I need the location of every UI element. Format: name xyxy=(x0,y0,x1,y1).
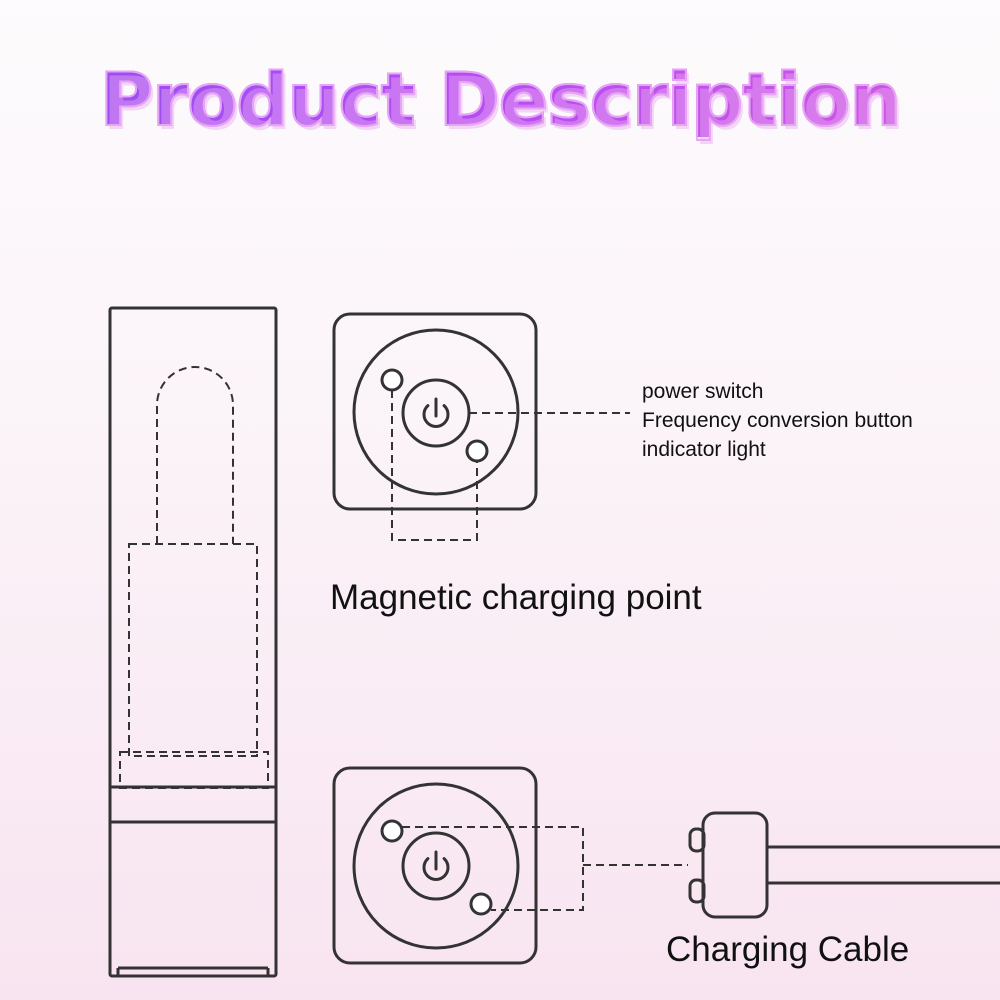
control-panel-ring xyxy=(352,328,520,496)
charging-cable xyxy=(688,811,1000,919)
charging-panel-ring xyxy=(352,782,520,950)
magnetic-contact-dot xyxy=(380,819,404,843)
caption-magnetic-charging-point: Magnetic charging point xyxy=(330,578,702,617)
control-leader-lines xyxy=(391,390,630,541)
indicator-light-dot xyxy=(465,439,489,463)
callout-power-switch: power switch xyxy=(642,380,764,403)
inner-base-outline xyxy=(119,751,269,789)
power-button-bottom xyxy=(401,831,471,901)
charging-leader-lines xyxy=(402,826,688,911)
control-panel-closeup xyxy=(332,312,630,541)
inner-bullet-outline xyxy=(156,366,234,544)
callout-frequency-button: Frequency conversion button xyxy=(642,409,913,432)
device-body-outline xyxy=(108,306,278,978)
callout-indicator-light: indicator light xyxy=(642,438,766,461)
power-icon xyxy=(422,397,450,428)
magnetic-contact-dot xyxy=(380,368,404,392)
power-icon xyxy=(422,850,450,881)
charging-contacts-closeup xyxy=(332,766,688,965)
inner-battery-outline xyxy=(128,543,258,757)
magnetic-contact-dot xyxy=(469,892,493,916)
magnetic-plug-connector xyxy=(701,811,769,919)
internal-parts-dashed xyxy=(119,366,269,789)
caption-charging-cable: Charging Cable xyxy=(666,930,910,969)
page-title: Product Description xyxy=(0,63,1000,138)
